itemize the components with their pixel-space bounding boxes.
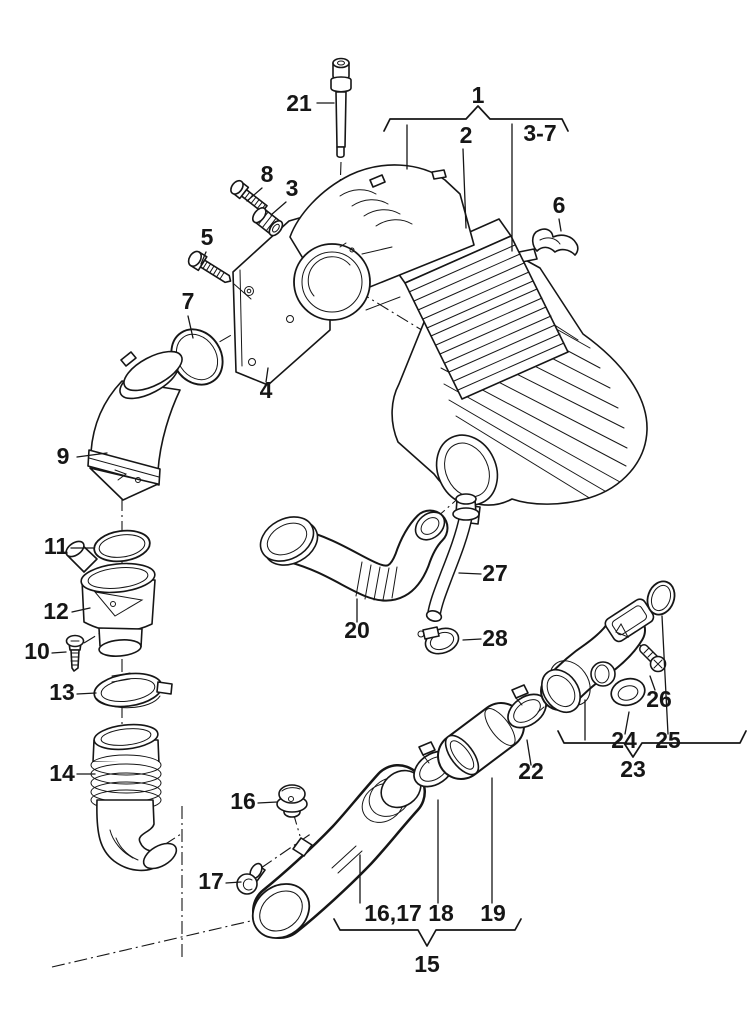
part-23-outlet-pipe (540, 598, 655, 714)
part-label-25: 25 (655, 727, 681, 753)
part-9-intake-elbow (87, 350, 183, 501)
intake-opening (293, 243, 371, 321)
part-label-20: 20 (344, 617, 370, 643)
part-16-grommet (276, 784, 308, 818)
part-label-27: 27 (482, 560, 508, 586)
part-label-26: 26 (646, 686, 672, 712)
bracket-part-1 (383, 105, 569, 252)
cover-vent-slats (339, 189, 413, 227)
part-label-14: 14 (49, 760, 75, 786)
leader-lines (51, 102, 669, 884)
part-6-clip (531, 228, 579, 256)
part-21-rod (330, 57, 352, 159)
part-label-2: 2 (460, 122, 473, 148)
part-26-screw (639, 644, 667, 673)
part-label-4: 4 (260, 377, 273, 403)
bracket-part-15 (333, 777, 522, 947)
part-19-sleeve (437, 702, 525, 780)
part-28-clamp (417, 626, 460, 655)
part-12-adapter (65, 540, 156, 657)
part-label-21: 21 (286, 90, 312, 116)
part-label-18: 18 (428, 900, 454, 926)
part-20-air-hose (259, 509, 449, 602)
part-24-seal-ring (610, 677, 646, 707)
part-label-10: 10 (24, 638, 50, 664)
part-label-17: 17 (198, 868, 224, 894)
part-14-bellows-elbow (90, 723, 178, 872)
part-27-breather-hose (425, 493, 480, 623)
part-label-3-7: 3-7 (523, 120, 556, 146)
part-label-22: 22 (518, 758, 544, 784)
part-label-28: 28 (482, 625, 508, 651)
filter-pleats (408, 244, 565, 391)
part-17-plug (236, 862, 266, 895)
part-label-3: 3 (286, 175, 299, 201)
part-label-12: 12 (43, 598, 69, 624)
part-15-intake-pipe (251, 764, 426, 939)
housing-outlet (435, 434, 499, 506)
part-label-11: 11 (44, 533, 69, 559)
part-label-24: 24 (611, 727, 637, 753)
part-label-23: 23 (620, 756, 646, 782)
part-11-gasket-ring (93, 529, 151, 563)
part-label-15: 15 (414, 951, 440, 977)
part-25-o-ring (646, 580, 676, 616)
callout-labels: 1 2 3-7 21 8 3 5 7 4 6 9 11 12 10 13 14 … (24, 82, 681, 977)
part-3-bushing (251, 207, 284, 237)
part-label-8: 8 (261, 161, 274, 187)
part-label-16-17: 16,17 (364, 900, 422, 926)
part-label-13: 13 (49, 679, 75, 705)
part-label-6: 6 (553, 192, 566, 218)
bracket-part-23 (557, 699, 747, 758)
part-8-screw (230, 179, 268, 213)
part-10-screw (65, 634, 85, 672)
part-label-7: 7 (182, 288, 195, 314)
part-13-clamp-ring (93, 672, 173, 709)
part-5-screw (187, 250, 252, 300)
part-label-5: 5 (201, 224, 214, 250)
part-upper-housing-cover (289, 164, 475, 321)
part-label-16: 16 (230, 788, 256, 814)
part-label-1: 1 (472, 82, 485, 108)
part-label-9: 9 (57, 443, 70, 469)
part-label-19: 19 (480, 900, 506, 926)
